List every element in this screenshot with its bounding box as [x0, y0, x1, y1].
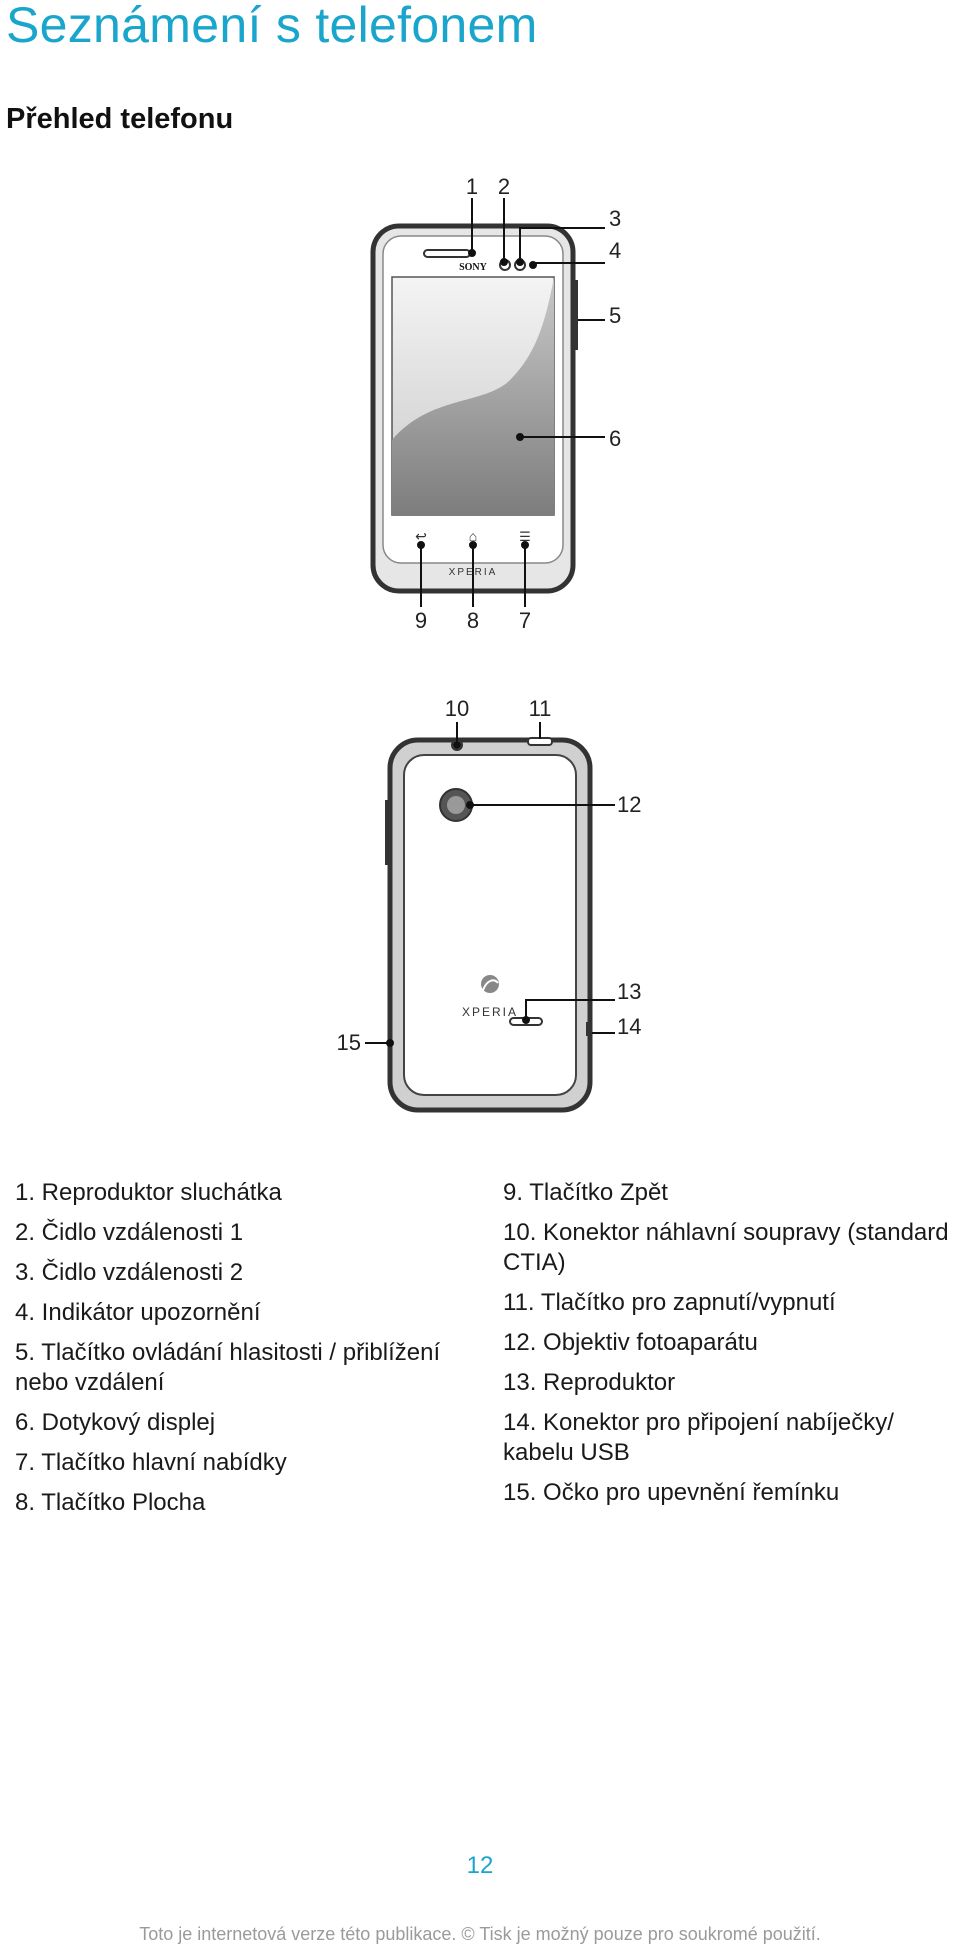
back-cover — [403, 754, 577, 1096]
screen-wallpaper-wave — [392, 277, 554, 515]
menu-key-icon: ☰ — [519, 529, 531, 544]
callout-14: 14 — [617, 1014, 641, 1039]
callout-7: 7 — [519, 608, 531, 633]
camera-lens-inner — [447, 796, 465, 814]
page-title: Seznámení s telefonem — [6, 0, 538, 53]
legend-item: 11. Tlačítko pro zapnutí/vypnutí — [503, 1289, 836, 1316]
legend-item: 9. Tlačítko Zpět — [503, 1179, 668, 1206]
usb-connector — [586, 1022, 592, 1036]
home-key-icon: ⌂ — [469, 528, 477, 544]
legend-item: 7. Tlačítko hlavní nabídky — [15, 1449, 287, 1476]
legend-item: 6. Dotykový displej — [15, 1409, 216, 1436]
legend-item: 2. Čidlo vzdálenosti 1 — [15, 1219, 244, 1246]
front-callouts — [417, 198, 605, 607]
sony-ericsson-logo-icon — [481, 975, 499, 993]
page-number: 12 — [466, 1852, 494, 1879]
back-model-label: XPERIA — [462, 1005, 518, 1019]
callout-5: 5 — [609, 303, 621, 328]
phone-overview-diagram: SONY ↩ ⌂ ☰ XPERIA 1 2 3 4 5 6 7 8 9 — [337, 174, 642, 1113]
back-callouts — [365, 722, 615, 1047]
callout-13: 13 — [617, 979, 641, 1004]
callout-9: 9 — [415, 608, 427, 633]
legend-item: 10. Konektor náhlavní soupravy (standard… — [503, 1219, 949, 1276]
callout-6: 6 — [609, 426, 621, 451]
callout-12: 12 — [617, 792, 641, 817]
power-button-top — [527, 737, 553, 746]
callout-10: 10 — [445, 696, 469, 721]
section-heading: Přehled telefonu — [6, 103, 234, 135]
legend-item: 14. Konektor pro připojení nabíječky/ ka… — [503, 1409, 894, 1466]
callout-3: 3 — [609, 206, 621, 231]
front-brand-label: SONY — [459, 262, 488, 273]
callout-1: 1 — [466, 174, 478, 199]
legend-item: 15. Očko pro upevnění řemínku — [503, 1479, 840, 1506]
front-callout-labels: 1 2 3 4 5 6 7 8 9 — [415, 174, 621, 633]
footer-notice: Toto je internetová verze této publikace… — [139, 1924, 821, 1944]
legend-item: 3. Čidlo vzdálenosti 2 — [15, 1259, 244, 1286]
power-side-button — [385, 800, 391, 865]
front-phone: SONY ↩ ⌂ ☰ XPERIA — [370, 223, 578, 594]
callout-11: 11 — [529, 696, 552, 721]
legend-item: 12. Objektiv fotoaparátu — [503, 1329, 758, 1356]
legend-item: 1. Reproduktor sluchátka — [15, 1179, 282, 1206]
legend-right-column: 9. Tlačítko Zpět 10. Konektor náhlavní s… — [503, 1178, 960, 1518]
volume-button — [572, 280, 578, 350]
legend-item: 4. Indikátor upozornění — [15, 1299, 261, 1326]
callout-2: 2 — [498, 174, 510, 199]
callout-8: 8 — [467, 608, 479, 633]
back-phone: XPERIA — [385, 737, 593, 1113]
earpiece-speaker — [423, 249, 471, 258]
callout-15: 15 — [337, 1030, 361, 1055]
legend-item: 8. Tlačítko Plocha — [15, 1489, 206, 1516]
legend-left-column: 1. Reproduktor sluchátka 2. Čidlo vzdále… — [15, 1178, 475, 1528]
back-key-icon: ↩ — [415, 528, 427, 544]
legend-item: 5. Tlačítko ovládání hlasitosti / přiblí… — [15, 1339, 441, 1396]
back-callout-labels: 10 11 12 13 14 15 — [337, 696, 642, 1055]
callout-4: 4 — [609, 238, 621, 263]
legend-item: 13. Reproduktor — [503, 1369, 676, 1396]
